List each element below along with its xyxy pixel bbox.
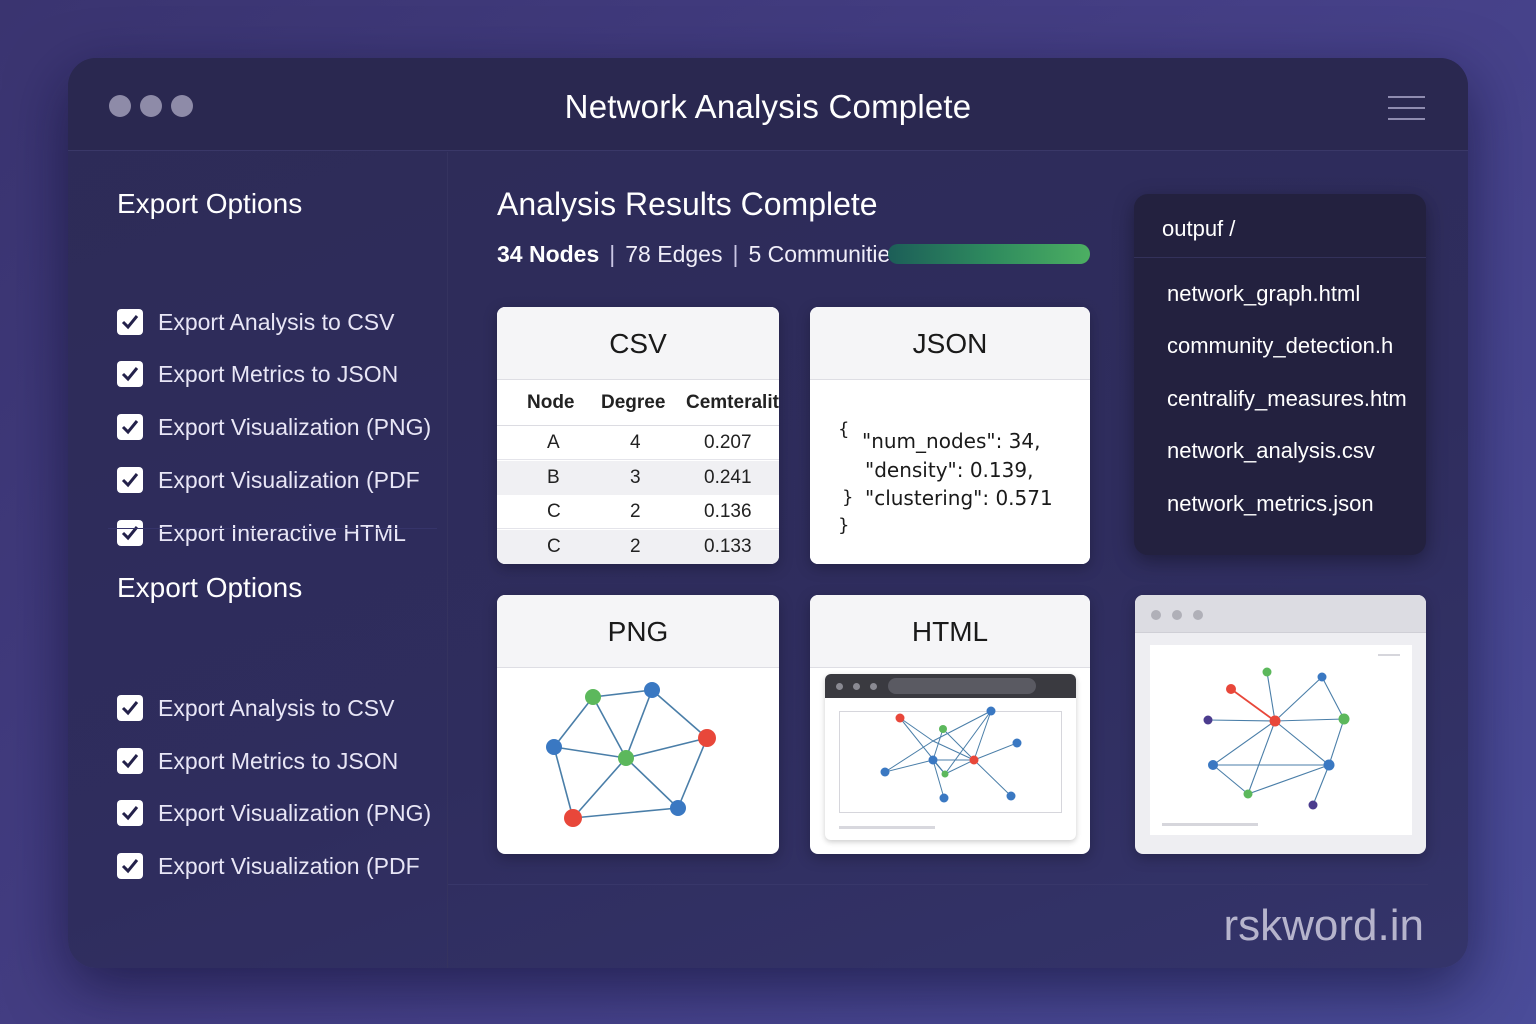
table-cell: 0.133: [704, 536, 752, 557]
option-label: Export Visualization (PNG): [158, 800, 432, 826]
table-cell: 4: [630, 432, 641, 453]
card-title: HTML: [810, 595, 1090, 668]
table-cell: C: [547, 501, 561, 522]
html-card[interactable]: HTML: [810, 595, 1090, 854]
graph-frame: [839, 711, 1062, 813]
card-title: PNG: [497, 595, 779, 668]
sidebar-section-title: Export Options: [117, 572, 303, 603]
table-cell: A: [547, 432, 560, 453]
column-header: Degree: [601, 392, 666, 413]
window-title: Network Analysis Complete: [564, 88, 972, 125]
option-label: Export Visualization (PDF: [158, 853, 420, 879]
json-line: }: [842, 487, 854, 508]
checkbox[interactable]: [117, 309, 143, 335]
folder-name: outpuf /: [1162, 216, 1236, 241]
browser-preview-card[interactable]: [1135, 595, 1426, 854]
window-maximize-dot[interactable]: [171, 95, 193, 117]
option-label: Export Metrics to JSON: [158, 361, 399, 387]
checkbox[interactable]: [117, 467, 143, 493]
json-preview: { "num_nodes": 34, "density": 0.139, } "…: [810, 381, 1090, 564]
checkbox[interactable]: [117, 695, 143, 721]
option-label: Export Analysis to CSV: [158, 695, 395, 721]
table-cell: B: [547, 467, 560, 488]
network-graph-image: [880, 706, 1022, 803]
output-file-panel: outpuf / network_graph.html community_de…: [1134, 194, 1426, 555]
watermark: rskword.in: [1223, 901, 1425, 950]
column-header: Node: [527, 392, 575, 413]
sidebar-divider: [108, 528, 437, 529]
file-item[interactable]: centralify_measures.htm: [1167, 386, 1407, 411]
json-line: {: [838, 419, 850, 440]
card-title: CSV: [497, 307, 779, 380]
stats-line: 34 Nodes | 78 Edges | 5 Communities: [497, 241, 902, 268]
json-line: "density": 0.139,: [865, 458, 1034, 482]
browser-toolbar: [1135, 595, 1426, 633]
checkbox[interactable]: [117, 800, 143, 826]
network-graph-image: [546, 682, 716, 827]
json-line: }: [838, 515, 850, 536]
network-graph-image: [1203, 667, 1350, 810]
json-line: "num_nodes": 34,: [862, 429, 1041, 453]
option-label: Export Analysis to CSV: [158, 309, 395, 335]
stat-communities: 5 Communities: [748, 241, 902, 267]
sidebar-section-title: Export Options: [117, 188, 303, 219]
checkbox[interactable]: [117, 853, 143, 879]
csv-card[interactable]: CSV Node Degree Cemterality A 4 0.207 B …: [497, 307, 779, 564]
png-card[interactable]: PNG: [497, 595, 779, 854]
table-header: Node Degree Cemterality: [497, 380, 779, 426]
option-label: Export Visualization (PNG): [158, 414, 432, 440]
status-line: [839, 826, 935, 829]
option-label: Export Metrics to JSON: [158, 748, 399, 774]
stat-edges: 78 Edges: [625, 241, 723, 267]
window-minimize-dot[interactable]: [140, 95, 162, 117]
card-title: JSON: [810, 307, 1090, 380]
graph-canvas: [1150, 645, 1412, 835]
table-cell: 2: [630, 536, 641, 557]
stat-separator: |: [732, 241, 739, 267]
results-title: Analysis Results Complete: [497, 186, 878, 222]
window-close-dot[interactable]: [109, 95, 131, 117]
column-header: Cemterality: [686, 392, 779, 413]
json-card[interactable]: JSON { "num_nodes": 34, "density": 0.139…: [810, 307, 1090, 564]
checkbox[interactable]: [117, 414, 143, 440]
table-row: A 4 0.207: [497, 426, 779, 460]
option-label: Export Visualization (PDF: [158, 467, 420, 493]
app-window: Network Analysis Complete Export Options…: [68, 58, 1468, 968]
checkbox[interactable]: [117, 361, 143, 387]
file-item[interactable]: network_graph.html: [1167, 281, 1361, 306]
title-bar: Network Analysis Complete: [68, 58, 1468, 151]
file-item[interactable]: network_metrics.json: [1167, 491, 1374, 516]
checkbox[interactable]: [117, 748, 143, 774]
file-item[interactable]: network_analysis.csv: [1167, 438, 1375, 463]
stat-nodes: 34 Nodes: [497, 241, 600, 267]
table-cell: 0.207: [704, 432, 752, 453]
table-row: B 3 0.241: [497, 461, 779, 495]
table-cell: 3: [630, 467, 641, 488]
table-cell: C: [547, 536, 561, 557]
sidebar: Export Options Export Analysis to CSV Ex…: [68, 152, 448, 968]
table-cell: 0.241: [704, 467, 752, 488]
table-row: C 2 0.136: [497, 495, 779, 529]
progress-bar: [888, 244, 1090, 264]
table-cell: 2: [630, 501, 641, 522]
menu-icon[interactable]: [1388, 96, 1425, 120]
address-bar: [888, 678, 1036, 694]
folder-header: outpuf /: [1134, 194, 1426, 258]
browser-toolbar: [825, 674, 1076, 698]
browser-preview: [825, 674, 1076, 840]
footer-divider: [448, 884, 1428, 885]
table-cell: 0.136: [704, 501, 752, 522]
checkbox[interactable]: [117, 520, 143, 546]
option-label: Export Interactive HTML: [158, 520, 406, 546]
file-item[interactable]: community_detection.h: [1167, 333, 1394, 358]
json-line: "clustering": 0.571: [865, 486, 1053, 510]
table-row: C 2 0.133: [497, 530, 779, 564]
stat-separator: |: [609, 241, 616, 267]
